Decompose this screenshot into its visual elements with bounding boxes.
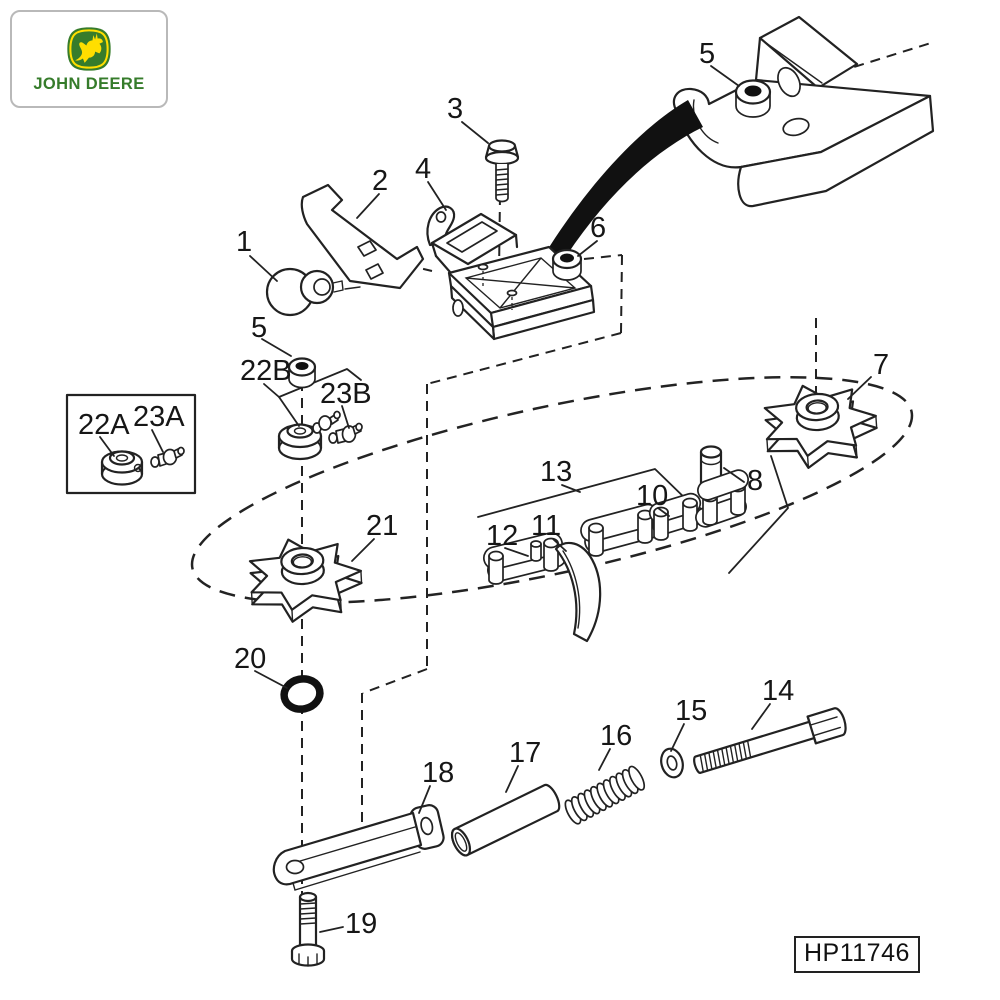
callout-2: 2 xyxy=(372,165,388,197)
part-number-box: HP11746 xyxy=(794,936,920,973)
part-6-nut xyxy=(551,248,583,281)
part-17-tube xyxy=(450,783,561,857)
part-15-washer xyxy=(660,747,684,779)
callout-10: 10 xyxy=(636,480,668,512)
part-14-bolt xyxy=(693,707,847,774)
callout-4: 4 xyxy=(415,153,431,185)
callout-23B: 23B xyxy=(320,378,372,410)
callout-7: 7 xyxy=(873,349,889,381)
part-19-bolt xyxy=(290,891,326,967)
callout-18: 18 xyxy=(422,757,454,789)
part-12-pin xyxy=(530,540,542,562)
part-mounting-plate xyxy=(672,15,935,208)
callout-1: 1 xyxy=(236,226,252,258)
callout-3: 3 xyxy=(447,93,463,125)
part-13-chain-assembly xyxy=(480,466,752,643)
john-deere-logo: JOHN DEERE xyxy=(10,10,168,108)
part-16-spring xyxy=(564,765,646,825)
part-23B-fitting xyxy=(328,422,363,444)
part-23A-fitting xyxy=(150,446,185,468)
part-3-bolt xyxy=(484,139,520,203)
callout-22B: 22B xyxy=(240,355,292,387)
callout-16: 16 xyxy=(600,720,632,752)
callout-5-top: 5 xyxy=(699,38,715,70)
john-deere-logo-icon xyxy=(67,26,111,71)
callout-labels: 1 2 3 4 5 5 6 7 8 10 11 12 13 14 15 16 1… xyxy=(78,38,889,940)
callout-21: 21 xyxy=(366,510,398,542)
part-2-bracket xyxy=(300,183,425,290)
callout-20: 20 xyxy=(234,643,266,675)
part-nut-5-top xyxy=(734,79,772,118)
part-22B-bushing xyxy=(277,410,341,461)
callout-8: 8 xyxy=(747,465,763,497)
callout-17: 17 xyxy=(509,737,541,769)
part-18-lever xyxy=(272,804,445,891)
part-number: HP11746 xyxy=(804,939,910,967)
callout-12: 12 xyxy=(486,520,518,552)
part-11-guide xyxy=(554,541,602,643)
callout-14: 14 xyxy=(762,675,794,707)
callout-13: 13 xyxy=(540,456,572,488)
callout-6: 6 xyxy=(590,212,606,244)
callout-23A: 23A xyxy=(133,401,185,433)
part-7-sprocket xyxy=(762,379,881,472)
part-22A-bushing xyxy=(100,450,144,486)
logo-wordmark: JOHN DEERE xyxy=(33,74,145,93)
callout-11: 11 xyxy=(531,510,561,542)
part-1-knob xyxy=(265,267,361,317)
callout-22A: 22A xyxy=(78,409,130,441)
part-20-o-ring xyxy=(280,675,324,713)
part-21-sprocket xyxy=(247,534,365,625)
part-5-nut-mid xyxy=(287,357,317,389)
callout-15: 15 xyxy=(675,695,707,727)
callout-19: 19 xyxy=(345,908,377,940)
inset-box-22A-23A xyxy=(65,393,197,495)
leader-lines xyxy=(99,65,872,933)
callout-5-mid: 5 xyxy=(251,312,267,344)
